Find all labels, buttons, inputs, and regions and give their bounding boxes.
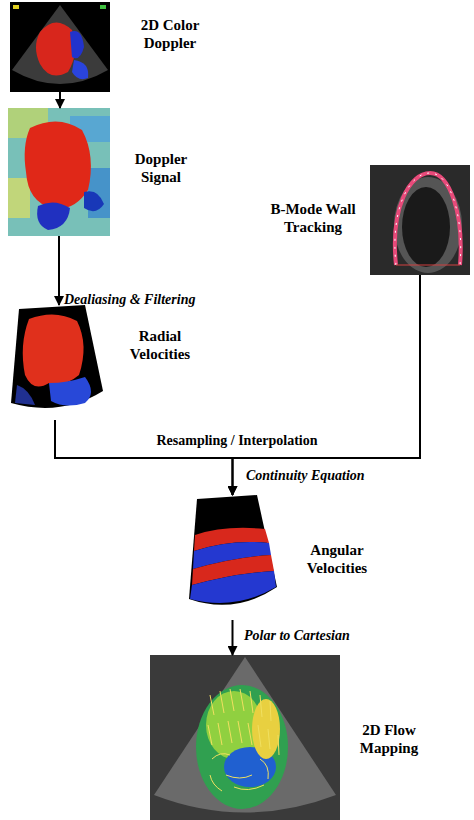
- flow-mapping-image: [150, 655, 340, 820]
- scale-mark: [13, 5, 19, 9]
- image-ground: [10, 2, 110, 92]
- flow-arrow: [58, 236, 60, 305]
- blue-band: [190, 571, 276, 603]
- blue-flow: [37, 202, 70, 230]
- step-label: Dealiasing & Filtering: [64, 291, 195, 308]
- blue-flow: [84, 191, 104, 211]
- image-ground: [150, 655, 340, 820]
- panel-label: Angular Velocities: [291, 541, 383, 577]
- image-panel: Angular Velocities: [185, 495, 280, 620]
- panel-label: Doppler Signal: [120, 150, 202, 186]
- flow-field: [196, 685, 288, 809]
- red-flow: [25, 121, 91, 208]
- step-label: Resampling / Interpolation: [156, 432, 317, 449]
- velocity-vectors: [208, 689, 279, 791]
- panel-label: Radial Velocities: [117, 327, 203, 363]
- wall-tracking: [395, 173, 461, 265]
- step-label: Polar to Cartesian: [244, 627, 350, 644]
- panel-label: 2D Color Doppler: [126, 16, 214, 52]
- panel-label: B-Mode Wall Tracking: [262, 200, 364, 236]
- image-panel: 2D Flow Mapping: [150, 655, 340, 820]
- blue-flow: [15, 385, 35, 405]
- image-panel: 2D Color Doppler: [10, 2, 110, 92]
- sector-ground: [11, 305, 103, 408]
- flow-arrow: [55, 420, 233, 495]
- color-doppler-image: [10, 2, 110, 92]
- red-flow: [23, 314, 84, 386]
- blue-flow: [49, 377, 91, 406]
- ultrasound-sector: [12, 5, 108, 84]
- base-line: [396, 265, 460, 266]
- cavity: [402, 187, 450, 267]
- flow-arrow: [59, 92, 61, 108]
- flow-field: [252, 699, 280, 759]
- flow-arrow: [233, 275, 421, 495]
- blue-flow: [72, 60, 88, 79]
- image-panel: Doppler Signal: [8, 108, 110, 236]
- b-mode-image: [370, 165, 470, 275]
- ultrasound-sector: [154, 657, 336, 813]
- noise-patch: [8, 178, 30, 218]
- image-panel: B-Mode Wall Tracking: [370, 165, 470, 275]
- angular-velocity-image: [185, 495, 280, 620]
- flow-arrow: [232, 620, 234, 655]
- image-ground: [8, 108, 110, 236]
- doppler-signal-image: [8, 108, 110, 236]
- panel-label: 2D Flow Mapping: [348, 721, 430, 757]
- radial-velocity-image: [5, 305, 105, 420]
- image-panel: Radial Velocities: [5, 305, 105, 420]
- image-ground: [370, 165, 470, 275]
- scale-mark: [100, 5, 106, 9]
- step-label: Continuity Equation: [246, 467, 365, 484]
- blue-flow: [70, 31, 84, 58]
- red-flow: [36, 22, 75, 75]
- tracking-points: [395, 173, 461, 265]
- sector-ground: [189, 495, 277, 605]
